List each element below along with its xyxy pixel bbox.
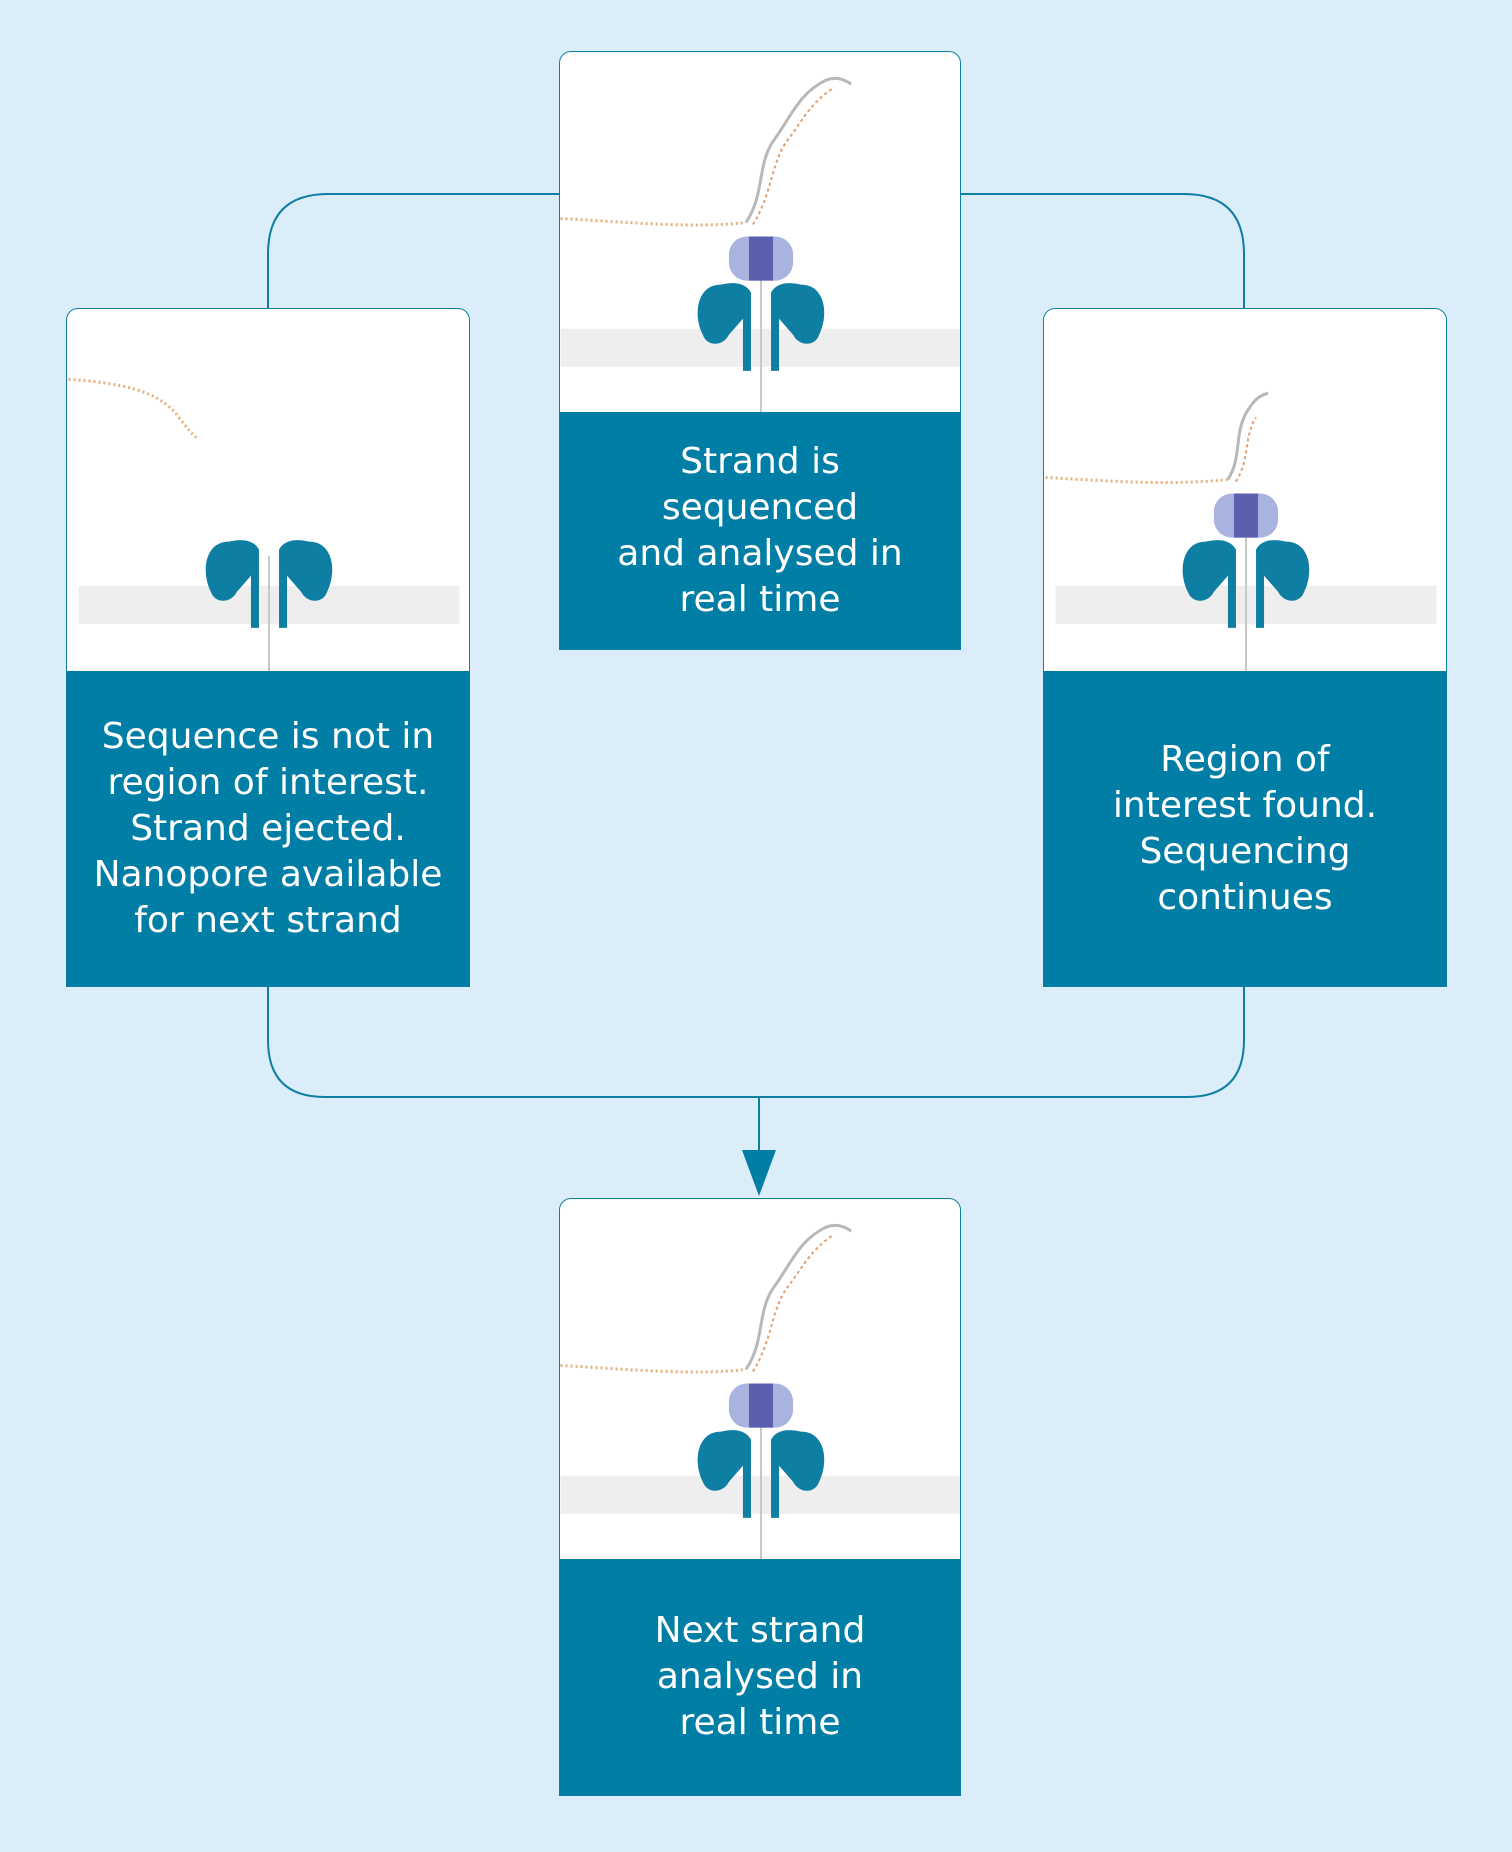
step-label: Next strand analysed in real time bbox=[560, 1559, 960, 1795]
connector-top-right bbox=[960, 193, 1245, 310]
step-card-left: Sequence is not in region of interest. S… bbox=[66, 308, 470, 987]
single-strand-dna bbox=[1045, 475, 1229, 485]
step-card-right: Region of interest found. Sequencing con… bbox=[1043, 308, 1447, 987]
pore-protein-left bbox=[205, 540, 259, 628]
single-strand-dna bbox=[560, 1363, 747, 1374]
step-label: Region of interest found. Sequencing con… bbox=[1044, 671, 1446, 986]
step-label: Sequence is not in region of interest. S… bbox=[67, 671, 469, 986]
pore-protein-left bbox=[697, 283, 751, 371]
dna-helix-strand-a bbox=[744, 76, 853, 224]
pore-protein-right bbox=[279, 540, 333, 628]
step-card-bottom: Next strand analysed in real time bbox=[559, 1198, 961, 1796]
motor-protein-core bbox=[748, 1383, 774, 1428]
pore-protein-left bbox=[1182, 540, 1236, 628]
motor-protein-core bbox=[1233, 493, 1259, 538]
pore-protein-right bbox=[771, 283, 825, 371]
nanopore-sequencing-illustration bbox=[560, 76, 960, 415]
connector-left-bottom bbox=[267, 986, 759, 1098]
step-card-top: Strand is sequenced and analysed in real… bbox=[559, 51, 961, 650]
pore-protein-right bbox=[771, 1430, 825, 1518]
ejected-dna-strand bbox=[68, 377, 200, 441]
nanopore-ejected-illustration bbox=[68, 377, 460, 672]
nanopore-continues-illustration bbox=[1045, 391, 1437, 672]
dna-helix-strand-b bbox=[1235, 416, 1257, 483]
single-strand-dna bbox=[560, 216, 747, 227]
step-label: Strand is sequenced and analysed in real… bbox=[560, 412, 960, 649]
dna-helix-strand-a bbox=[744, 1223, 853, 1371]
nanopore-next-strand-illustration bbox=[560, 1223, 960, 1562]
dna-helix-strand-a bbox=[1226, 391, 1269, 481]
pore-protein-left bbox=[697, 1430, 751, 1518]
connector-right-bottom bbox=[759, 986, 1245, 1098]
connector-top-left bbox=[267, 193, 560, 310]
pore-protein-right bbox=[1256, 540, 1310, 628]
motor-protein-core bbox=[748, 236, 774, 281]
arrow-head-icon bbox=[742, 1150, 776, 1196]
